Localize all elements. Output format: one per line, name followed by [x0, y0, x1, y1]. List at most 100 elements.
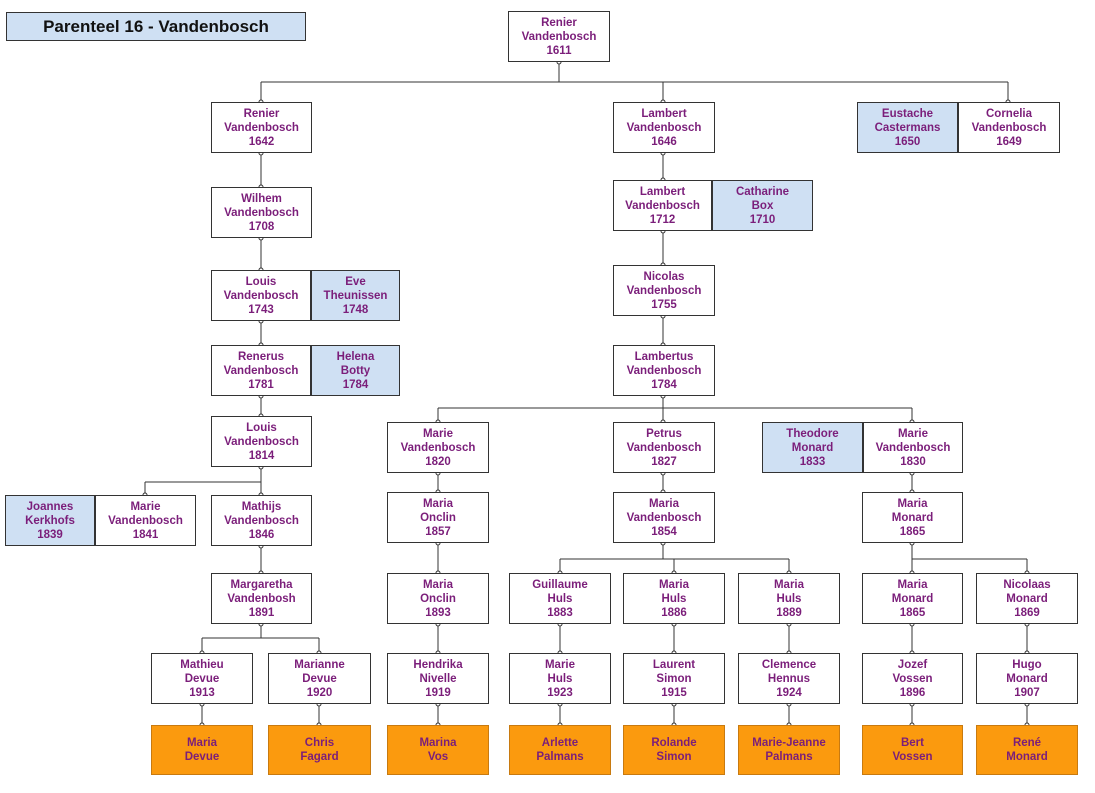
person-last-name: Huls [547, 672, 573, 685]
person-year: 1865 [899, 606, 926, 619]
person-first-name: Nicolas [643, 270, 685, 283]
person-first-name: Marie [897, 427, 929, 440]
person-year: 1814 [248, 449, 275, 462]
person-last-name: Vandenbosch [223, 364, 299, 377]
person-first-name: Joannes [26, 500, 74, 513]
person-first-name: Clemence [761, 658, 817, 671]
person-year: 1833 [799, 455, 826, 468]
person-first-name: Maria [897, 578, 928, 591]
person-first-name: Hendrika [413, 658, 463, 671]
person-year: 1920 [306, 686, 333, 699]
person-last-name: Vandenbosch [224, 435, 299, 448]
person-first-name: Chris [304, 737, 335, 749]
person-year: 1827 [651, 455, 677, 468]
person-year: 1712 [649, 213, 676, 226]
person-last-name: Simon [656, 672, 692, 685]
person-first-name: Margaretha [230, 578, 293, 591]
branch-line [260, 62, 1009, 102]
person-first-name: Maria [648, 497, 680, 510]
person-year: 1708 [248, 220, 275, 233]
person-last-name: Vossen [892, 672, 933, 685]
person-last-name: Huls [547, 592, 573, 605]
person-first-name: Eve [345, 275, 366, 288]
person-last-name: Vandenbosch [108, 514, 183, 527]
person-last-name: Botty [340, 364, 371, 377]
person-first-name: René [1012, 737, 1042, 749]
person-year: 1857 [425, 525, 451, 538]
person-first-name: Lambert [641, 107, 687, 120]
person-last-name: Vandenbosch [224, 514, 299, 527]
person-last-name: Simon [656, 751, 692, 763]
person-last-name: Huls [661, 592, 687, 605]
person-first-name: Marie [544, 658, 576, 671]
person-first-name: Catharine [735, 185, 790, 198]
person-first-name: Mathieu [180, 658, 224, 671]
person-year: 1854 [651, 525, 677, 538]
person-last-name: Palmans [536, 751, 584, 763]
chart-title: Parenteel 16 - Vandenbosch [6, 12, 306, 41]
person-year: 1883 [547, 606, 573, 619]
person-last-name: Palmans [765, 751, 813, 763]
person-year: 1710 [749, 213, 776, 226]
person-first-name: Jozef [897, 658, 928, 671]
person-first-name: Maria [422, 578, 454, 591]
person-year: 1907 [1014, 686, 1040, 699]
person-last-name: Monard [791, 441, 834, 454]
person-last-name: Nivelle [419, 672, 457, 685]
person-year: 1923 [547, 686, 573, 699]
person-year: 1748 [342, 303, 369, 316]
person-last-name: Vos [427, 751, 449, 763]
person-first-name: Louis [245, 275, 277, 288]
person-year: 1755 [651, 298, 677, 311]
person-last-name: Monard [1006, 592, 1048, 605]
person-year: 1830 [900, 455, 926, 468]
person-year: 1924 [776, 686, 802, 699]
person-year: 1649 [996, 135, 1022, 148]
person-last-name: Fagard [300, 751, 339, 763]
person-last-name: Vandenbosch [626, 364, 702, 377]
person-last-name: Devue [302, 672, 337, 685]
person-first-name: Mathijs [241, 500, 282, 513]
person-year: 1846 [248, 528, 275, 541]
branch-line [911, 543, 1028, 573]
person-last-name: Monard [891, 511, 934, 524]
person-last-name: Vandenbosh [227, 592, 296, 605]
person-year: 1886 [661, 606, 687, 619]
person-first-name: Renerus [237, 350, 285, 363]
person-year: 1650 [894, 135, 921, 148]
person-first-name: Guillaume [532, 578, 588, 591]
person-first-name: Marie [422, 427, 454, 440]
person-year: 1869 [1014, 606, 1040, 619]
person-first-name: Lambert [639, 185, 686, 198]
person-last-name: Hennus [767, 672, 811, 685]
